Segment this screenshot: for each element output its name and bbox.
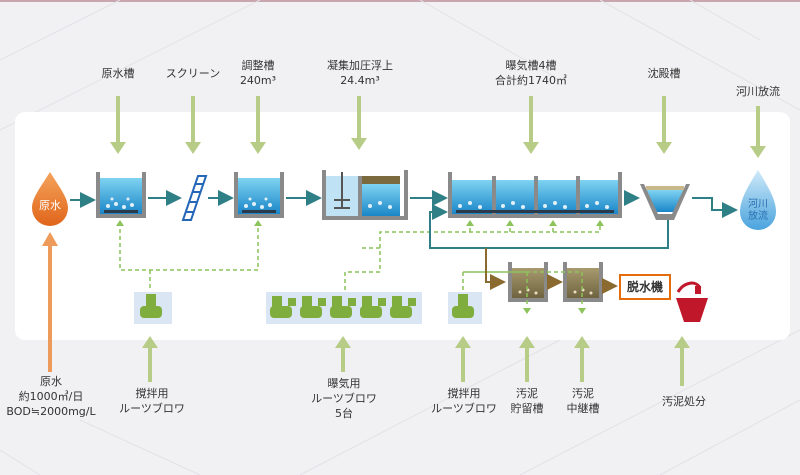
label-blower-mix2: 撹拌用 ルーツブロワ [431, 387, 497, 415]
label-settling: 沈殿槽 [647, 67, 681, 80]
flotation-unit [322, 170, 408, 220]
air-line-arrowheads [116, 220, 604, 314]
label-aeration: 曝気槽4槽 合計約1740㎥ [495, 59, 567, 87]
adjustment-tank [234, 172, 284, 218]
screen-unit [181, 175, 208, 221]
label-blower-aeration: 曝気用 ルーツブロワ 5台 [311, 377, 377, 420]
label-raw-water-in: 原水 約1000㎥/日 BOD≒2000mg/L [6, 375, 96, 418]
label-river-out: 河川放流 [736, 85, 780, 98]
river-drop-text: 河川 放流 [748, 199, 768, 222]
bottom-arrows [142, 336, 690, 386]
aeration-blowers [266, 292, 422, 324]
sludge-disposal-icon [676, 281, 708, 322]
dewatering-box [619, 274, 671, 300]
label-raw-tank: 原水槽 [101, 67, 135, 80]
label-adjust-tank: 調整槽 240m³ [239, 59, 277, 87]
dewater-text: 脱水機 [626, 280, 664, 294]
mixing-blower-1 [134, 292, 172, 324]
label-sludge-storage: 汚泥 貯留槽 [510, 387, 544, 415]
label-flotation: 凝集加圧浮上 24.4m³ [327, 59, 393, 87]
settling-tank [640, 184, 690, 220]
mixing-blower-2 [448, 292, 482, 324]
main-flow [70, 190, 738, 249]
raw-water-arrow [42, 232, 58, 372]
river-drop [740, 170, 776, 230]
label-sludge-relay: 汚泥 中継槽 [566, 387, 600, 415]
raw-water-drop [32, 172, 68, 226]
label-blower-mix1: 撹拌用 ルーツブロワ [119, 387, 185, 415]
sludge-relay-tank [563, 262, 603, 302]
sludge-flow [485, 248, 618, 294]
sludge-storage-tank [508, 262, 548, 302]
top-accent-bar [0, 0, 800, 2]
raw-drop-text: 原水 [39, 199, 61, 212]
label-sludge-disposal: 汚泥処分 [662, 395, 706, 408]
raw-water-tank [96, 172, 146, 218]
aeration-tanks [448, 172, 622, 218]
top-arrows [110, 96, 766, 158]
label-screen: スクリーン [165, 67, 221, 80]
